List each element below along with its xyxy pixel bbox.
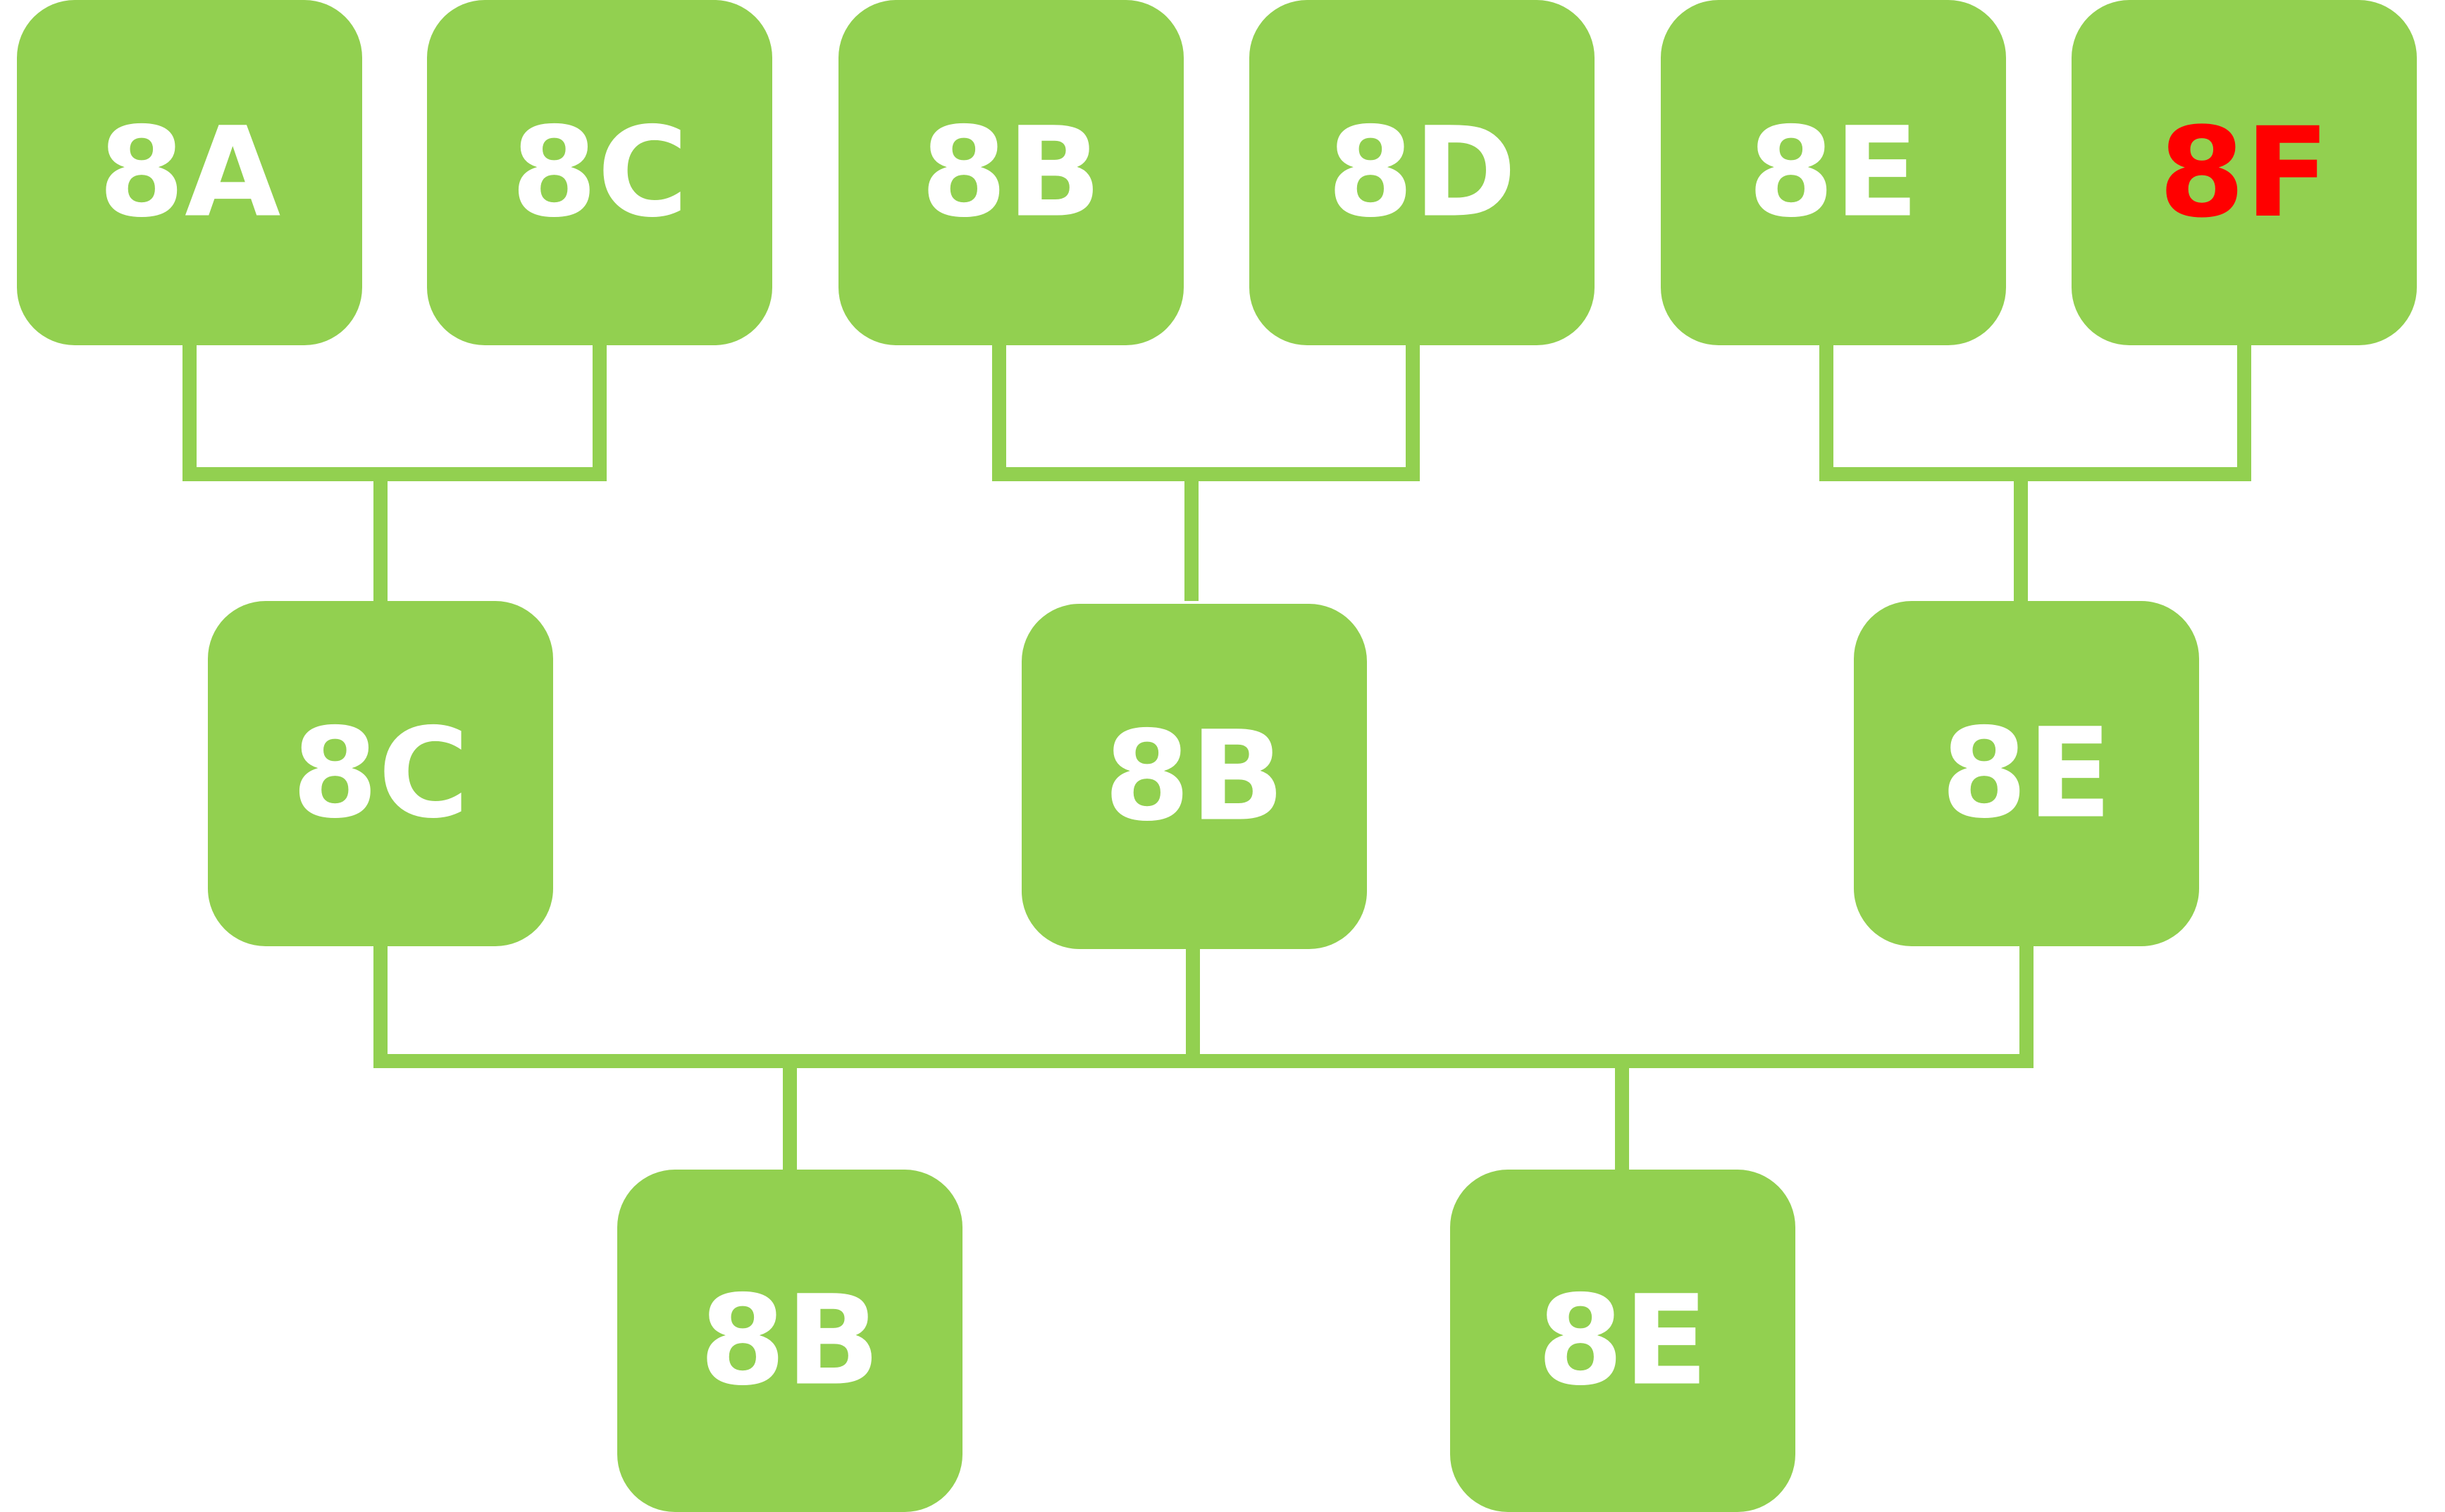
bracket-node: 8E — [1661, 0, 2006, 345]
node-label: 8D — [1327, 101, 1517, 245]
bracket-node: 8B — [838, 0, 1184, 345]
bracket-node: 8C — [427, 0, 772, 345]
node-label: 8B — [1104, 705, 1285, 849]
node-box — [617, 1170, 962, 1512]
node-label: 8C — [292, 702, 469, 846]
node-box — [1249, 0, 1595, 345]
bracket-node: 8B — [617, 1170, 962, 1512]
node-box — [2072, 0, 2417, 345]
node-box — [1022, 604, 1367, 949]
bracket-node: 8A — [17, 0, 362, 345]
bracket-node: 8B — [1022, 604, 1367, 949]
node-label-highlight: 8F — [2159, 101, 2330, 245]
node-label: 8E — [1537, 1269, 1709, 1413]
connector-group-1 — [182, 342, 607, 601]
node-box — [1661, 0, 2006, 345]
round-1: 8A 8C 8B 8D 8E 8F — [17, 0, 2417, 345]
bracket-node: 8E — [1854, 601, 2199, 946]
node-box — [838, 0, 1184, 345]
node-label: 8C — [511, 101, 688, 245]
round-3: 8B 8E — [617, 1170, 1795, 1512]
connector-group-4 — [373, 944, 2034, 1170]
node-box — [17, 0, 362, 345]
connector-line — [992, 342, 1420, 481]
connector-line — [1819, 342, 2251, 481]
node-label: 8B — [921, 101, 1102, 245]
connector-group-2 — [992, 342, 1420, 601]
connector-line — [182, 342, 607, 481]
node-box — [427, 0, 772, 345]
connector-group-3 — [1819, 342, 2251, 601]
node-box — [208, 601, 553, 946]
node-label: 8F — [2159, 101, 2330, 245]
bracket-node: 8E — [1450, 1170, 1795, 1512]
bracket-node: 8D — [1249, 0, 1595, 345]
node-box — [1854, 601, 2199, 946]
bracket-node: 8C — [208, 601, 553, 946]
node-box — [1450, 1170, 1795, 1512]
connector-line — [373, 944, 2034, 1068]
node-label: 8B — [700, 1269, 881, 1413]
node-label: 8E — [1941, 702, 2112, 846]
round-2: 8C 8B 8E — [208, 601, 2199, 949]
node-label: 8A — [99, 101, 281, 245]
node-label: 8E — [1748, 101, 1919, 245]
bracket-node-highlighted: 8F — [2072, 0, 2417, 345]
